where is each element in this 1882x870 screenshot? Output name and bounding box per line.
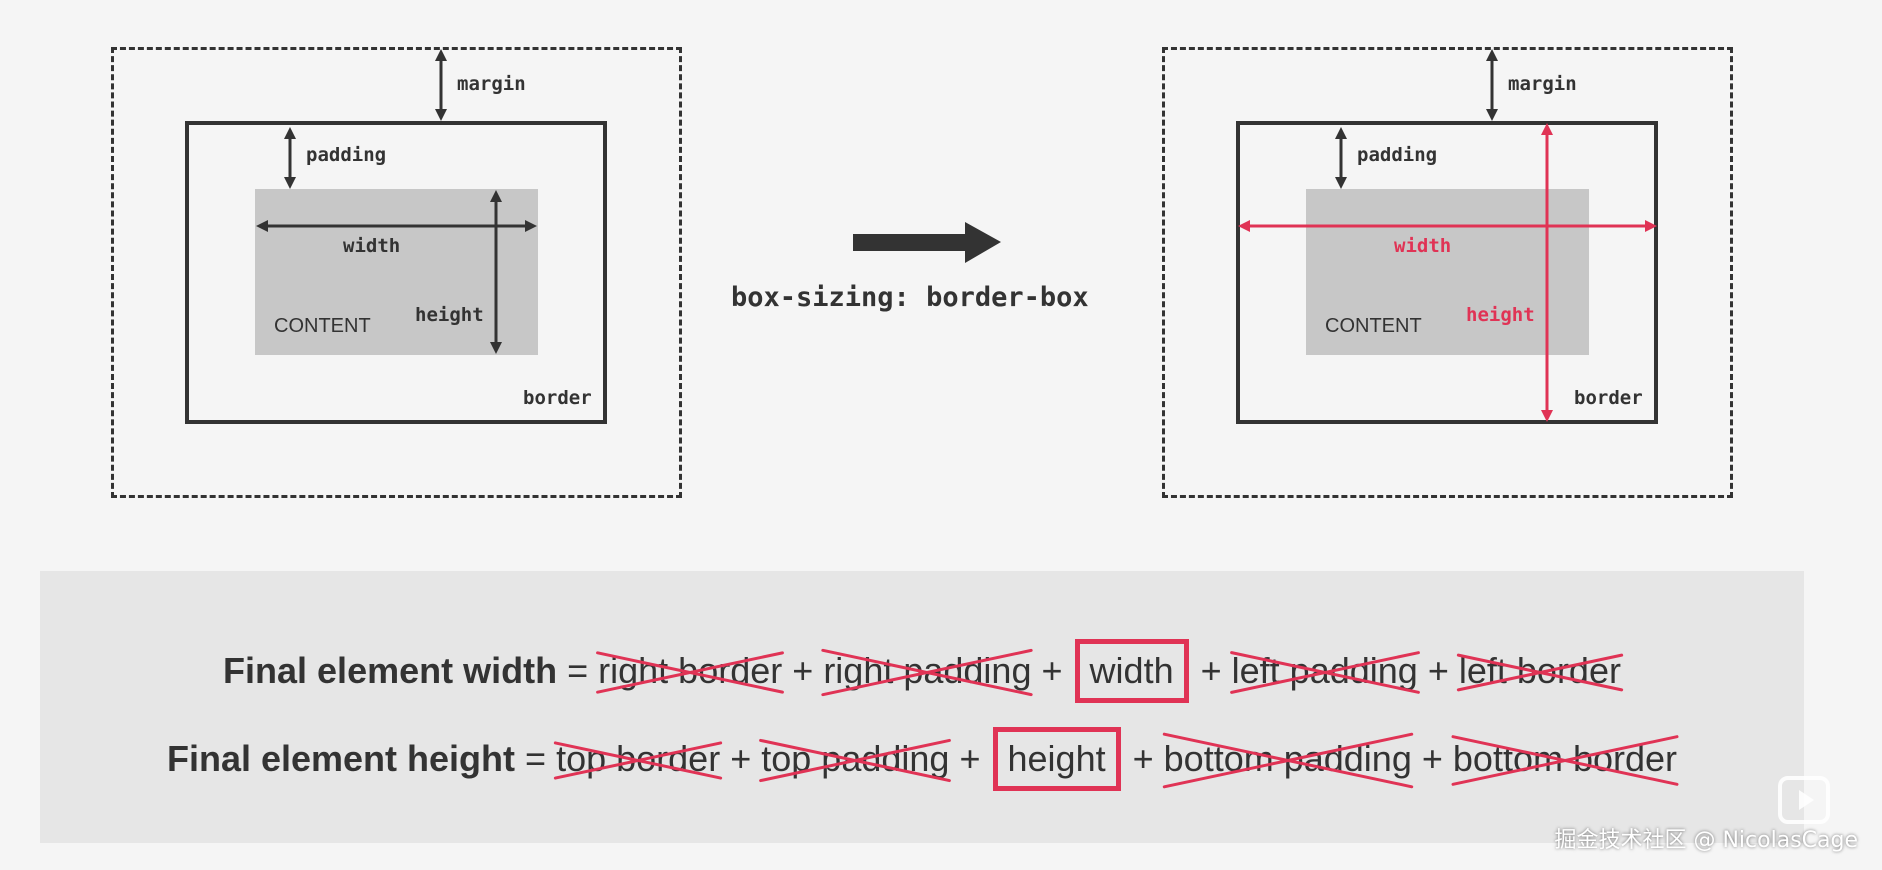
left-border-box bbox=[185, 121, 607, 424]
right-margin-label: margin bbox=[1508, 73, 1577, 95]
right-margin-arrow bbox=[1486, 49, 1498, 121]
left-margin-box bbox=[111, 47, 682, 498]
right-padding-arrow bbox=[1335, 127, 1347, 189]
left-width-arrow bbox=[256, 220, 537, 232]
right-width-arrow bbox=[1238, 220, 1657, 232]
left-border-label: border bbox=[523, 387, 592, 409]
plus-sign: + bbox=[730, 738, 752, 779]
left-height-label: height bbox=[415, 304, 484, 326]
term-top-border: top border bbox=[556, 738, 721, 779]
transition-arrow bbox=[853, 222, 1001, 263]
left-height-arrow bbox=[490, 190, 502, 354]
plus-sign: + bbox=[1421, 738, 1443, 779]
left-width-label: width bbox=[343, 235, 401, 257]
term-left-padding: left padding bbox=[1231, 650, 1418, 691]
plus-sign: + bbox=[1132, 738, 1154, 779]
width-formula-label: Final element width bbox=[223, 650, 558, 691]
term-right-border: right border bbox=[598, 650, 783, 691]
term-right-padding: right padding bbox=[823, 650, 1032, 691]
equals-sign: = bbox=[567, 650, 589, 691]
term-width-highlighted: width bbox=[1074, 639, 1189, 703]
height-formula-label: Final element height bbox=[166, 738, 516, 779]
right-padding-label: padding bbox=[1357, 144, 1438, 166]
formula-panel: Final element width = right border + rig… bbox=[40, 571, 1804, 843]
plus-sign: + bbox=[1041, 650, 1063, 691]
right-height-label: height bbox=[1466, 304, 1535, 326]
left-content-box bbox=[255, 189, 538, 355]
video-play-icon bbox=[1778, 776, 1830, 824]
left-padding-arrow bbox=[284, 127, 296, 189]
plus-sign: + bbox=[1200, 650, 1222, 691]
term-height-highlighted: height bbox=[992, 727, 1121, 791]
left-margin-arrow bbox=[435, 49, 447, 121]
right-border-box bbox=[1236, 121, 1658, 424]
height-formula: Final element height = top border + top … bbox=[40, 727, 1804, 791]
plus-sign: + bbox=[959, 738, 981, 779]
watermark-text: 掘金技术社区 @ NicolasCage bbox=[1554, 828, 1858, 853]
width-formula: Final element width = right border + rig… bbox=[40, 639, 1804, 703]
equals-sign: = bbox=[525, 738, 547, 779]
left-margin-label: margin bbox=[457, 73, 526, 95]
right-margin-box bbox=[1162, 47, 1733, 498]
box-sizing-caption: box-sizing: border-box bbox=[731, 282, 1089, 313]
plus-sign: + bbox=[1427, 650, 1449, 691]
right-height-arrow bbox=[1541, 123, 1553, 422]
term-bottom-padding: bottom padding bbox=[1163, 738, 1412, 779]
term-top-padding: top padding bbox=[761, 738, 950, 779]
plus-sign: + bbox=[792, 650, 814, 691]
right-width-label: width bbox=[1394, 235, 1452, 257]
term-bottom-border: bottom border bbox=[1452, 738, 1678, 779]
left-padding-label: padding bbox=[306, 144, 387, 166]
term-left-border: left border bbox=[1458, 650, 1621, 691]
right-border-label: border bbox=[1574, 387, 1643, 409]
left-content-label: CONTENT bbox=[274, 315, 371, 337]
right-content-label: CONTENT bbox=[1325, 315, 1422, 337]
right-content-box bbox=[1306, 189, 1589, 355]
